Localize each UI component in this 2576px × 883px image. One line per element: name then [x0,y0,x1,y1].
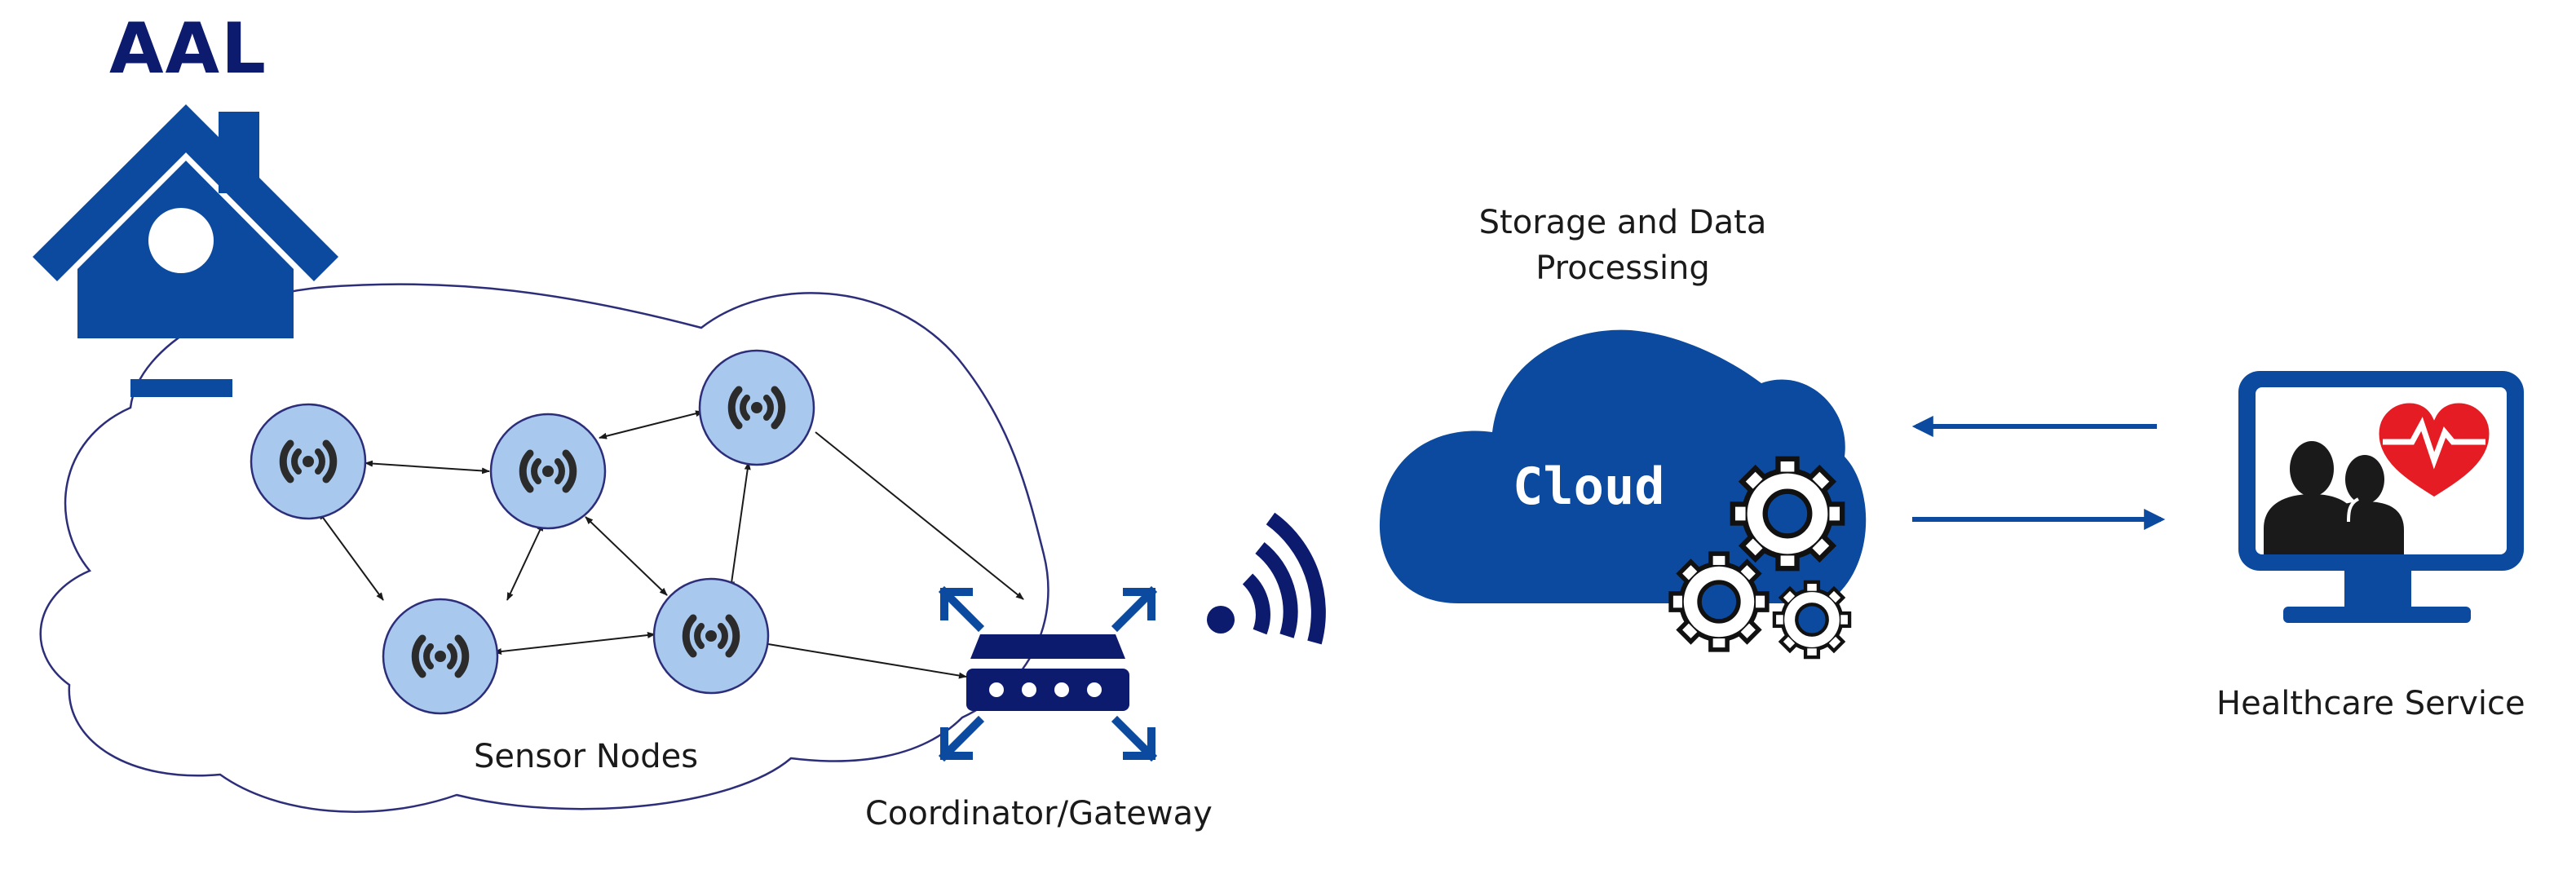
sensor-node [698,349,815,466]
storage-processing-label: Storage and Data Processing [1478,204,1767,287]
sensor-mesh-links [318,410,1024,679]
sensor-node [489,413,607,530]
sensor-node [652,577,770,695]
heartbeat-icon [2375,399,2494,501]
router-icon [938,585,1158,762]
cloud-label: Cloud [1513,457,1665,516]
gear-icon [1774,582,1849,657]
sensor-node [250,403,367,520]
monitor-patient-icon [2238,371,2524,623]
gear-icon [1733,459,1842,568]
cloud-shape [1379,329,1867,603]
wifi-icon [1207,512,1326,645]
gear-icon [1671,554,1767,650]
sensor-nodes-label: Sensor Nodes [474,738,699,775]
diagram-title: AAL [109,8,267,90]
network-cloud-outline [39,283,1049,813]
healthcare-service-label: Healthcare Service [2216,685,2525,722]
coordinator-gateway-label: Coordinator/Gateway [865,795,1213,832]
sensor-node [382,598,499,715]
house-icon [33,104,338,397]
